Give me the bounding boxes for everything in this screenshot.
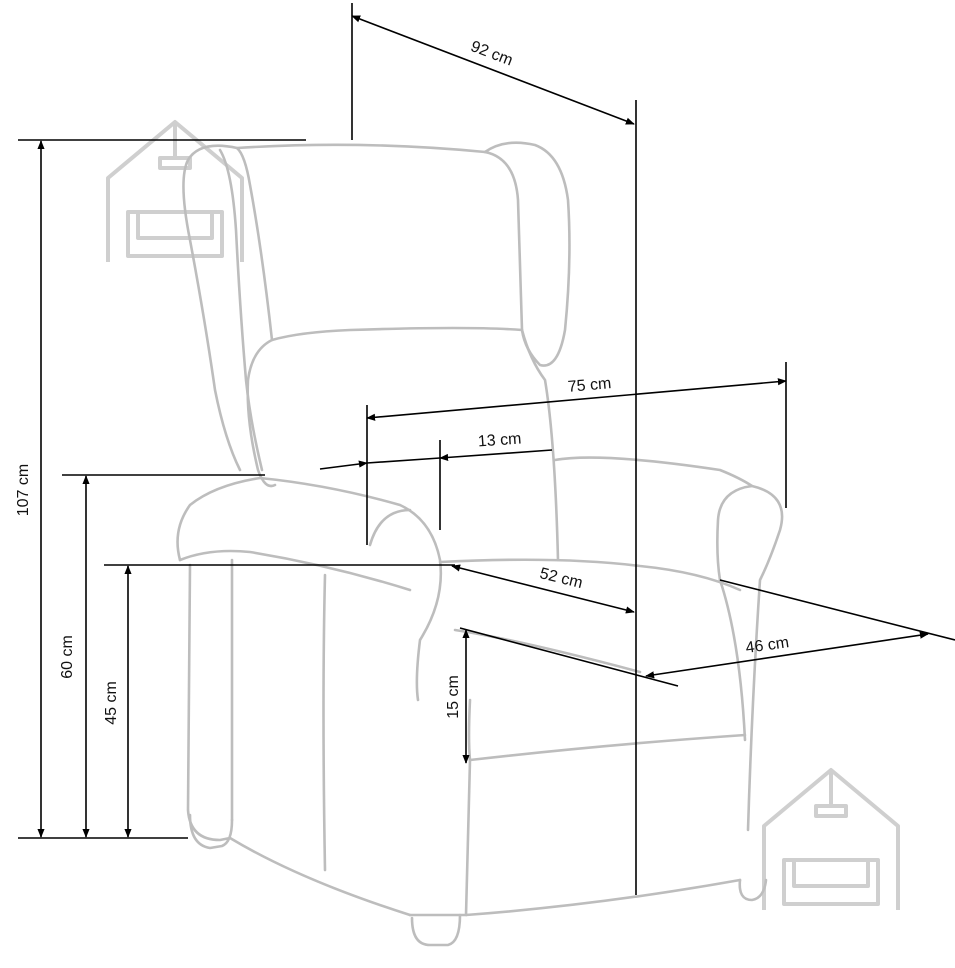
- house-sofa-logo-icon: [106, 120, 244, 262]
- width-label: 75 cm: [567, 375, 612, 396]
- seat-depth-label: 52 cm: [538, 565, 584, 592]
- armrest-height-label: 60 cm: [59, 635, 76, 679]
- footrest-gap-label: 15 cm: [445, 675, 462, 719]
- seat-width-label: 46 cm: [745, 634, 791, 657]
- recliner-chair-outline: [176, 141, 784, 947]
- armrest-width-label: 13 cm: [477, 431, 522, 451]
- depth-label: 92 cm: [468, 38, 515, 69]
- height-label: 107 cm: [15, 464, 32, 516]
- dimension-lines: [18, 3, 955, 895]
- seat-height-label: 45 cm: [103, 681, 120, 725]
- house-sofa-logo-icon: [762, 768, 900, 910]
